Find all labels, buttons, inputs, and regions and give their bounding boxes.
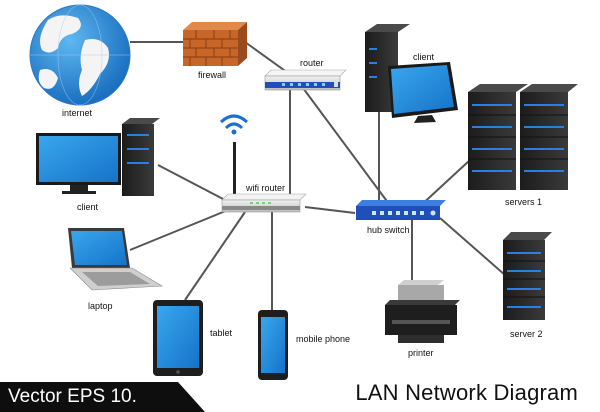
cable-laptop-wifi [129, 209, 229, 251]
network-cables [129, 41, 506, 310]
firewall-label: firewall [198, 70, 227, 80]
tablet-icon [153, 300, 203, 376]
globe-icon [29, 4, 131, 106]
hub-switch-icon [356, 200, 446, 220]
cable-hub-server2 [439, 217, 506, 276]
printer-label: printer [408, 348, 434, 358]
servers-1-rack [468, 84, 578, 190]
wifi-router-icon [219, 114, 307, 213]
cable-wifi-hub [304, 206, 356, 214]
laptop-label: laptop [88, 301, 113, 311]
tablet-label: tablet [210, 328, 233, 338]
mobile-phone-icon [258, 310, 288, 380]
wifi-router-label: wifi router [246, 183, 286, 193]
client-top-computer [365, 24, 458, 123]
printer-icon [385, 280, 460, 343]
server-2-tower [503, 232, 552, 320]
mobile-phone-label: mobile phone [296, 334, 351, 344]
cable-router-hub [302, 87, 393, 209]
internet-label: internet [62, 108, 93, 118]
servers-1-label: servers 1 [505, 197, 543, 207]
client-top-label: client [413, 52, 435, 62]
server-2-label: server 2 [510, 329, 543, 339]
laptop-icon [68, 228, 163, 291]
vector-eps-text: Vector EPS 10. [8, 386, 137, 407]
client-left-computer [36, 118, 160, 196]
firewall-icon [183, 22, 247, 66]
client-left-label: client [77, 202, 99, 212]
router-label: router [300, 58, 324, 68]
diagram-title: LAN Network Diagram [355, 380, 578, 405]
vector-eps-badge: Vector EPS 10. [0, 382, 205, 412]
router-icon [264, 69, 347, 91]
cable-tablet-wifi [184, 211, 246, 301]
hub-switch-label: hub switch [367, 225, 410, 235]
cable-client-wifi [157, 164, 226, 201]
